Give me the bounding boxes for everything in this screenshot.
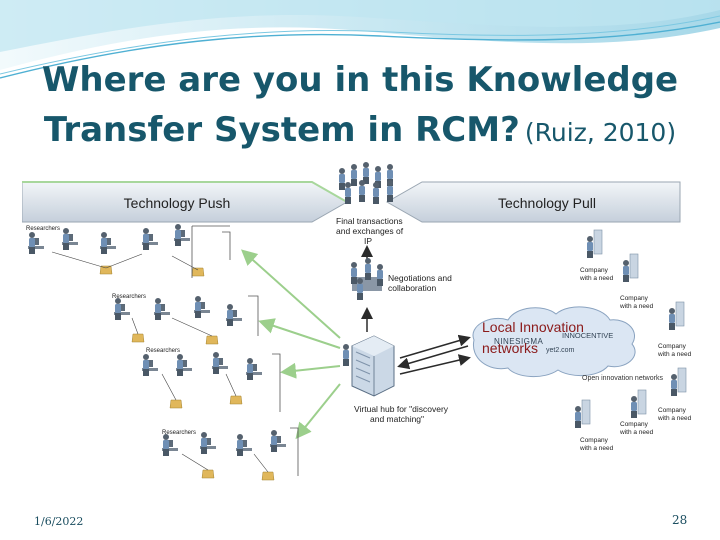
negotiation-people-group — [351, 258, 383, 300]
researchers-label-1: Researchers — [26, 226, 60, 232]
technology-pull-banner: Technology Pull — [385, 181, 681, 223]
svg-text:with a need: with a need — [619, 303, 654, 310]
svg-text:with a need: with a need — [657, 415, 692, 422]
researcher-cluster-1: Researchers — [26, 224, 231, 278]
svg-text:with a need: with a need — [657, 351, 692, 358]
slide-title: Where are you in this Knowledge Transfer… — [0, 58, 720, 158]
technology-push-banner: Technology Push — [22, 181, 349, 223]
researcher-cluster-4: Researchers — [162, 427, 299, 481]
title-main-line1: Where are you in this Knowledge — [41, 60, 679, 100]
negotiations-label: Negotiations and collaboration — [388, 273, 454, 293]
yet2-logo: yet2.com — [546, 347, 575, 354]
knowledge-transfer-diagram: Technology Push Technology Pull Final tr… — [22, 162, 692, 481]
header-wave-decoration — [0, 0, 720, 79]
final-transaction-people-group — [339, 162, 393, 204]
researchers-label-3: Researchers — [146, 348, 180, 354]
svg-text:Company: Company — [620, 295, 649, 302]
slide-date: 1/6/2022 — [34, 515, 84, 528]
researchers-label-4: Researchers — [162, 430, 196, 436]
researcher-cluster-2: Researchers — [112, 294, 259, 345]
svg-text:with a need: with a need — [619, 429, 654, 436]
final-transactions-label: Final transactions and exchanges of IP — [336, 216, 405, 246]
open-innovation-cloud: NINESIGMA INNOCENTIVE yet2.com — [472, 306, 636, 377]
technology-pull-label: Technology Pull — [498, 195, 596, 211]
green-arrows-researchers-hub — [241, 249, 341, 440]
svg-text:Company: Company — [580, 267, 609, 274]
svg-text:Company: Company — [658, 407, 687, 414]
arrows-hub-cloud — [397, 334, 471, 375]
title-main-line2: Transfer System in RCM? — [43, 110, 520, 150]
svg-text:with a need: with a need — [579, 275, 614, 282]
local-innovation-label: Local Innovation networks — [482, 319, 588, 356]
researcher-cluster-3: Researchers — [142, 348, 281, 412]
title-citation: (Ruiz, 2010) — [524, 118, 677, 147]
innocentive-logo: INNOCENTIVE — [562, 331, 613, 340]
open-innovation-label: Open innovation networks — [582, 375, 663, 382]
virtual-hub-server — [343, 335, 395, 397]
ninesigma-logo: NINESIGMA — [494, 337, 544, 346]
svg-text:Company: Company — [580, 437, 609, 444]
svg-text:Company: Company — [658, 343, 687, 350]
virtual-hub-label: Virtual hub for "discovery and matching" — [354, 404, 450, 424]
slide-page-number: 28 — [672, 513, 688, 527]
technology-push-label: Technology Push — [124, 195, 231, 211]
svg-text:with a need: with a need — [579, 445, 614, 452]
researchers-label-2: Researchers — [112, 294, 146, 300]
svg-text:Company: Company — [620, 421, 649, 428]
